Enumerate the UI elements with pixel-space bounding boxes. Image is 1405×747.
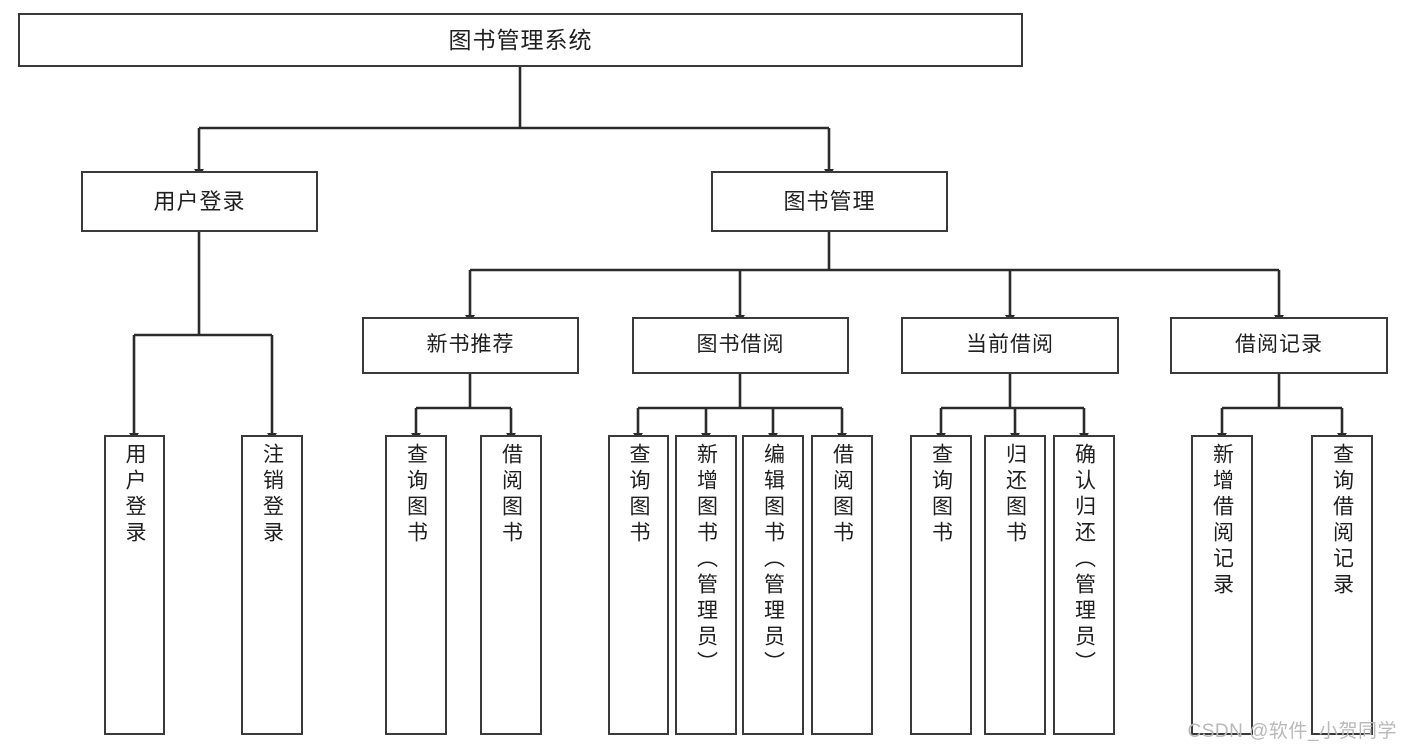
node-leaf-query-book-current[interactable]: 查询图书 [910, 435, 972, 735]
node-leaf-borrow-book-label: 借阅图书 [830, 443, 854, 547]
node-leaf-logout-login-label: 注销登录 [260, 443, 284, 547]
node-book-borrow-label: 图书借阅 [696, 333, 785, 357]
node-leaf-edit-book-admin-label: 编辑图书（管理员） [761, 443, 785, 677]
node-leaf-user-login-label: 用户登录 [123, 443, 146, 547]
node-book-manage-label: 图书管理 [783, 188, 876, 214]
node-leaf-borrow-book-rec-label: 借阅图书 [499, 443, 523, 547]
node-borrow-record[interactable]: 借阅记录 [1170, 317, 1388, 374]
node-leaf-add-book-admin-label: 新增图书（管理员） [694, 443, 718, 677]
node-book-manage[interactable]: 图书管理 [711, 171, 948, 232]
node-leaf-query-book-rec[interactable]: 查询图书 [385, 435, 447, 735]
node-leaf-query-book-rec-label: 查询图书 [404, 443, 428, 547]
node-book-borrow[interactable]: 图书借阅 [632, 317, 849, 374]
node-leaf-edit-book-admin[interactable]: 编辑图书（管理员） [742, 435, 804, 735]
node-leaf-confirm-return-admin-label: 确认归还（管理员） [1072, 443, 1096, 677]
node-current-borrow[interactable]: 当前借阅 [901, 317, 1119, 374]
node-leaf-user-login[interactable]: 用户登录 [104, 435, 165, 735]
node-leaf-query-book-current-label: 查询图书 [929, 443, 953, 547]
node-user-login-label: 用户登录 [153, 188, 246, 214]
node-leaf-add-borrow-record[interactable]: 新增借阅记录 [1191, 435, 1253, 735]
node-leaf-query-borrow-record-label: 查询借阅记录 [1330, 443, 1354, 599]
node-leaf-borrow-book[interactable]: 借阅图书 [811, 435, 873, 735]
node-leaf-query-book-borrow[interactable]: 查询图书 [608, 435, 669, 735]
node-root[interactable]: 图书管理系统 [18, 13, 1023, 67]
node-leaf-add-book-admin[interactable]: 新增图书（管理员） [675, 435, 737, 735]
node-new-book-recommend-label: 新书推荐 [426, 333, 515, 357]
node-root-label: 图书管理系统 [448, 26, 593, 53]
node-leaf-borrow-book-rec[interactable]: 借阅图书 [480, 435, 542, 735]
node-new-book-recommend[interactable]: 新书推荐 [362, 317, 579, 374]
node-leaf-query-book-borrow-label: 查询图书 [627, 443, 650, 547]
node-leaf-query-borrow-record[interactable]: 查询借阅记录 [1311, 435, 1373, 735]
node-leaf-confirm-return-admin[interactable]: 确认归还（管理员） [1053, 435, 1115, 735]
node-leaf-return-book[interactable]: 归还图书 [984, 435, 1046, 735]
node-current-borrow-label: 当前借阅 [966, 333, 1054, 357]
node-leaf-return-book-label: 归还图书 [1003, 443, 1027, 547]
node-leaf-logout-login[interactable]: 注销登录 [241, 435, 303, 735]
node-leaf-add-borrow-record-label: 新增借阅记录 [1210, 443, 1234, 599]
watermark-text: CSDN @软件_小贺同学 [1187, 721, 1397, 742]
node-borrow-record-label: 借阅记录 [1235, 333, 1323, 357]
node-user-login[interactable]: 用户登录 [81, 171, 318, 232]
